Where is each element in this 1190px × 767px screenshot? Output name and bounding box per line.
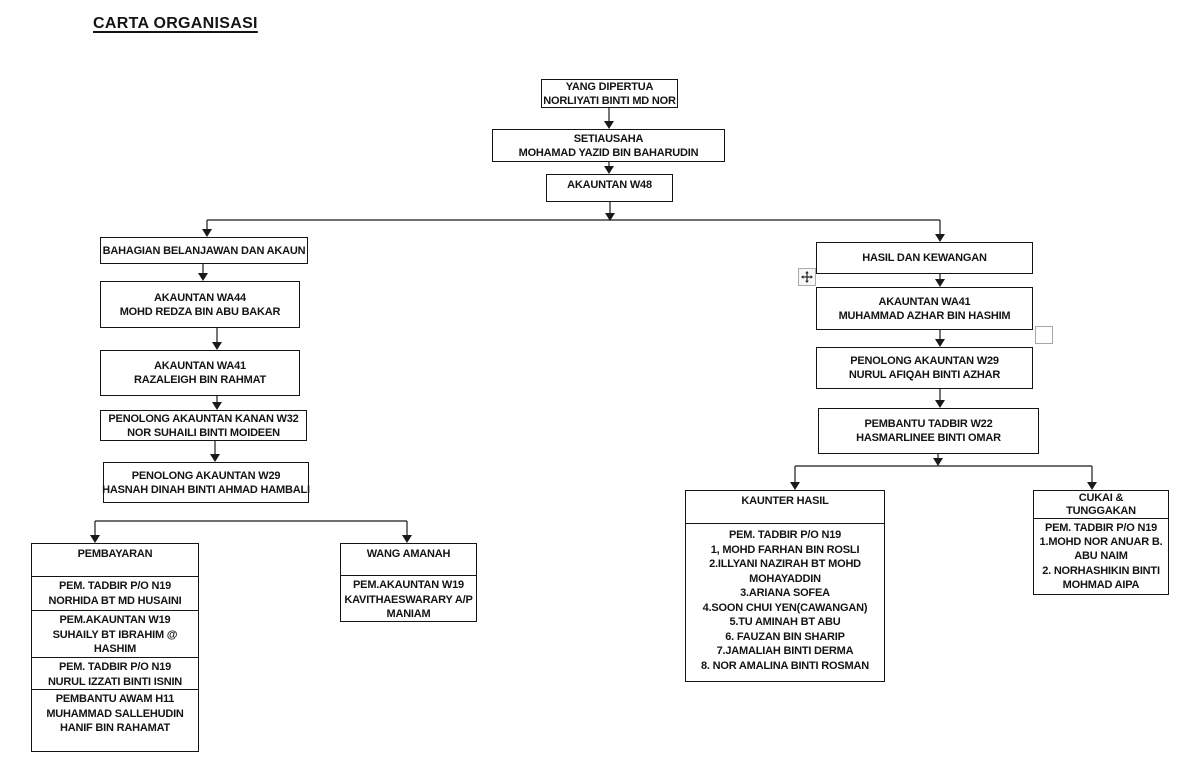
group-box-pembayaran: PEMBAYARAN PEM. TADBIR P/O N19 NORHIDA B… <box>31 543 199 752</box>
text-line: TUNGGAKAN <box>1066 505 1136 517</box>
group-header: PEMBAYARAN <box>32 544 198 576</box>
group-header: KAUNTER HASIL <box>686 491 884 523</box>
text-line: HASHIM <box>93 643 137 655</box>
org-box-hasil-dan-kewangan: HASIL DAN KEWANGAN <box>816 242 1033 274</box>
page-title: CARTA ORGANISASI <box>93 15 258 32</box>
text-line: PEMBAYARAN <box>77 548 153 560</box>
text-line: PEM.AKAUNTAN W19 <box>59 614 171 626</box>
text-line: PENOLONG AKAUNTAN W29 <box>850 355 999 367</box>
text-line: HASMARLINEE BINTI OMAR <box>856 432 1001 444</box>
text-line: SUHAILY BT IBRAHIM @ <box>52 628 178 641</box>
text-line: HASNAH DINAH BINTI AHMAD HAMBALI <box>102 483 310 496</box>
org-box-akauntan-wa41-hasil: AKAUNTAN WA41 MUHAMMAD AZHAR BIN HASHIM <box>816 287 1033 330</box>
text-line: MUHAMMAD SALLEHUDIN <box>46 707 184 720</box>
text-line: PEM.AKAUNTAN W19 <box>353 579 464 591</box>
text-line: 6. FAUZAN BIN SHARIP <box>725 630 845 643</box>
org-box-pembantu-tadbir-w22: PEMBANTU TADBIR W22 HASMARLINEE BINTI OM… <box>818 408 1039 454</box>
text-line: HASIL DAN KEWANGAN <box>862 252 987 264</box>
text-line: 8. NOR AMALINA BINTI ROSMAN <box>701 659 869 672</box>
group-header: CUKAI & TUNGGAKAN <box>1034 491 1168 518</box>
org-box-penolong-akauntan-w29-hasil: PENOLONG AKAUNTAN W29 NURUL AFIQAH BINTI… <box>816 347 1033 389</box>
text-line: PEM. TADBIR P/O N19 <box>1044 522 1158 534</box>
staff-row: PEM. TADBIR P/O N19 1.MOHD NOR ANUAR B. … <box>1034 518 1168 593</box>
text-line: PEM. TADBIR P/O N19 <box>58 661 172 673</box>
group-header: WANG AMANAH <box>341 544 476 575</box>
text-line: NURUL IZZATI BINTI ISNIN <box>47 675 183 688</box>
text-line: PEM. TADBIR P/O N19 <box>728 529 842 541</box>
text-line: 2.ILLYANI NAZIRAH BT MOHD <box>709 558 861 570</box>
org-box-yang-dipertua: YANG DIPERTUA NORLIYATI BINTI MD NOR <box>541 79 678 108</box>
text-line: 3.ARIANA SOFEA <box>740 587 830 599</box>
text-line: KAUNTER HASIL <box>741 495 829 507</box>
text-line: AKAUNTAN WA41 <box>154 360 246 372</box>
text-line: NORHIDA BT MD HUSAINI <box>48 594 182 607</box>
text-line: BAHAGIAN BELANJAWAN DAN AKAUN <box>102 244 306 257</box>
text-line: AKAUNTAN WA41 <box>878 295 971 308</box>
org-box-akauntan-w48: AKAUNTAN W48 <box>546 174 673 202</box>
text-line: PEM. TADBIR P/O N19 <box>58 580 172 592</box>
text-line: AKAUNTAN WA44 <box>154 291 246 304</box>
text-line: PEMBANTU TADBIR W22 <box>864 418 993 430</box>
text-line: NOR SUHAILI BINTI MOIDEEN <box>127 426 280 439</box>
text-line: MANIAM <box>386 608 431 620</box>
text-line: MOHMAD AIPA <box>1062 578 1140 591</box>
org-box-penolong-akauntan-w29-belanjawan: PENOLONG AKAUNTAN W29 HASNAH DINAH BINTI… <box>102 462 310 503</box>
org-box-bahagian-belanjawan: BAHAGIAN BELANJAWAN DAN AKAUN <box>100 237 308 264</box>
text-line: MOHAYADDIN <box>749 572 821 585</box>
org-box-akauntan-wa41-belanjawan: AKAUNTAN WA41 RAZALEIGH BIN RAHMAT <box>100 350 300 396</box>
text-line: 1, MOHD FARHAN BIN ROSLI <box>710 543 860 556</box>
text-line: MUHAMMAD AZHAR BIN HASHIM <box>838 309 1011 322</box>
text-line: YANG DIPERTUA <box>565 80 654 93</box>
text-line: MOHAMAD YAZID BIN BAHARUDIN <box>518 146 699 159</box>
text-line: NORLIYATI BINTI MD NOR <box>543 94 676 107</box>
text-line: 2. NORHASHIKIN BINTI <box>1042 564 1160 577</box>
text-line: SETIAUSAHA <box>573 132 644 145</box>
text-line: CUKAI & <box>1078 492 1124 504</box>
text-line: WANG AMANAH <box>366 548 451 560</box>
staff-row: PEM. TADBIR P/O N19 1, MOHD FARHAN BIN R… <box>686 523 884 679</box>
staff-row: PEM.AKAUNTAN W19 KAVITHAESWARARY A/P MAN… <box>341 575 476 620</box>
text-line: KAVITHAESWARARY A/P <box>344 593 473 606</box>
group-box-cukai-tunggakan: CUKAI & TUNGGAKAN PEM. TADBIR P/O N19 1.… <box>1033 490 1169 595</box>
resize-handle-square[interactable] <box>1035 326 1053 344</box>
text-line: PENOLONG AKAUNTAN KANAN W32 <box>108 412 299 425</box>
staff-row: PEMBANTU AWAM H11 MUHAMMAD SALLEHUDIN HA… <box>32 689 198 750</box>
group-box-kaunter-hasil: KAUNTER HASIL PEM. TADBIR P/O N19 1, MOH… <box>685 490 885 682</box>
text-line: PENOLONG AKAUNTAN W29 <box>131 469 281 482</box>
text-line: ABU NAIM <box>1074 550 1128 563</box>
org-box-setiausaha: SETIAUSAHA MOHAMAD YAZID BIN BAHARUDIN <box>492 129 725 162</box>
text-line: NURUL AFIQAH BINTI AZHAR <box>848 369 1001 381</box>
move-cross-icon <box>801 271 813 283</box>
text-line: AKAUNTAN W48 <box>567 179 652 191</box>
text-line: 5.TU AMINAH BT ABU <box>729 616 841 628</box>
text-line: 1.MOHD NOR ANUAR B. <box>1039 536 1163 549</box>
text-line: 7.JAMALIAH BINTI DERMA <box>716 645 854 657</box>
move-handle[interactable] <box>798 268 816 286</box>
text-line: 4.SOON CHUI YEN(CAWANGAN) <box>702 601 868 614</box>
org-box-penolong-akauntan-kanan-w32: PENOLONG AKAUNTAN KANAN W32 NOR SUHAILI … <box>100 410 307 441</box>
text-line: HANIF BIN RAHAMAT <box>59 722 171 734</box>
staff-row: PEM. TADBIR P/O N19 NURUL IZZATI BINTI I… <box>32 657 198 689</box>
org-box-akauntan-wa44: AKAUNTAN WA44 MOHD REDZA BIN ABU BAKAR <box>100 281 300 328</box>
text-line: MOHD REDZA BIN ABU BAKAR <box>119 305 281 318</box>
staff-row: PEM.AKAUNTAN W19 SUHAILY BT IBRAHIM @ HA… <box>32 610 198 657</box>
text-line: PEMBANTU AWAM H11 <box>55 693 175 705</box>
staff-row: PEM. TADBIR P/O N19 NORHIDA BT MD HUSAIN… <box>32 576 198 610</box>
group-box-wang-amanah: WANG AMANAH PEM.AKAUNTAN W19 KAVITHAESWA… <box>340 543 477 622</box>
text-line: RAZALEIGH BIN RAHMAT <box>133 374 267 386</box>
